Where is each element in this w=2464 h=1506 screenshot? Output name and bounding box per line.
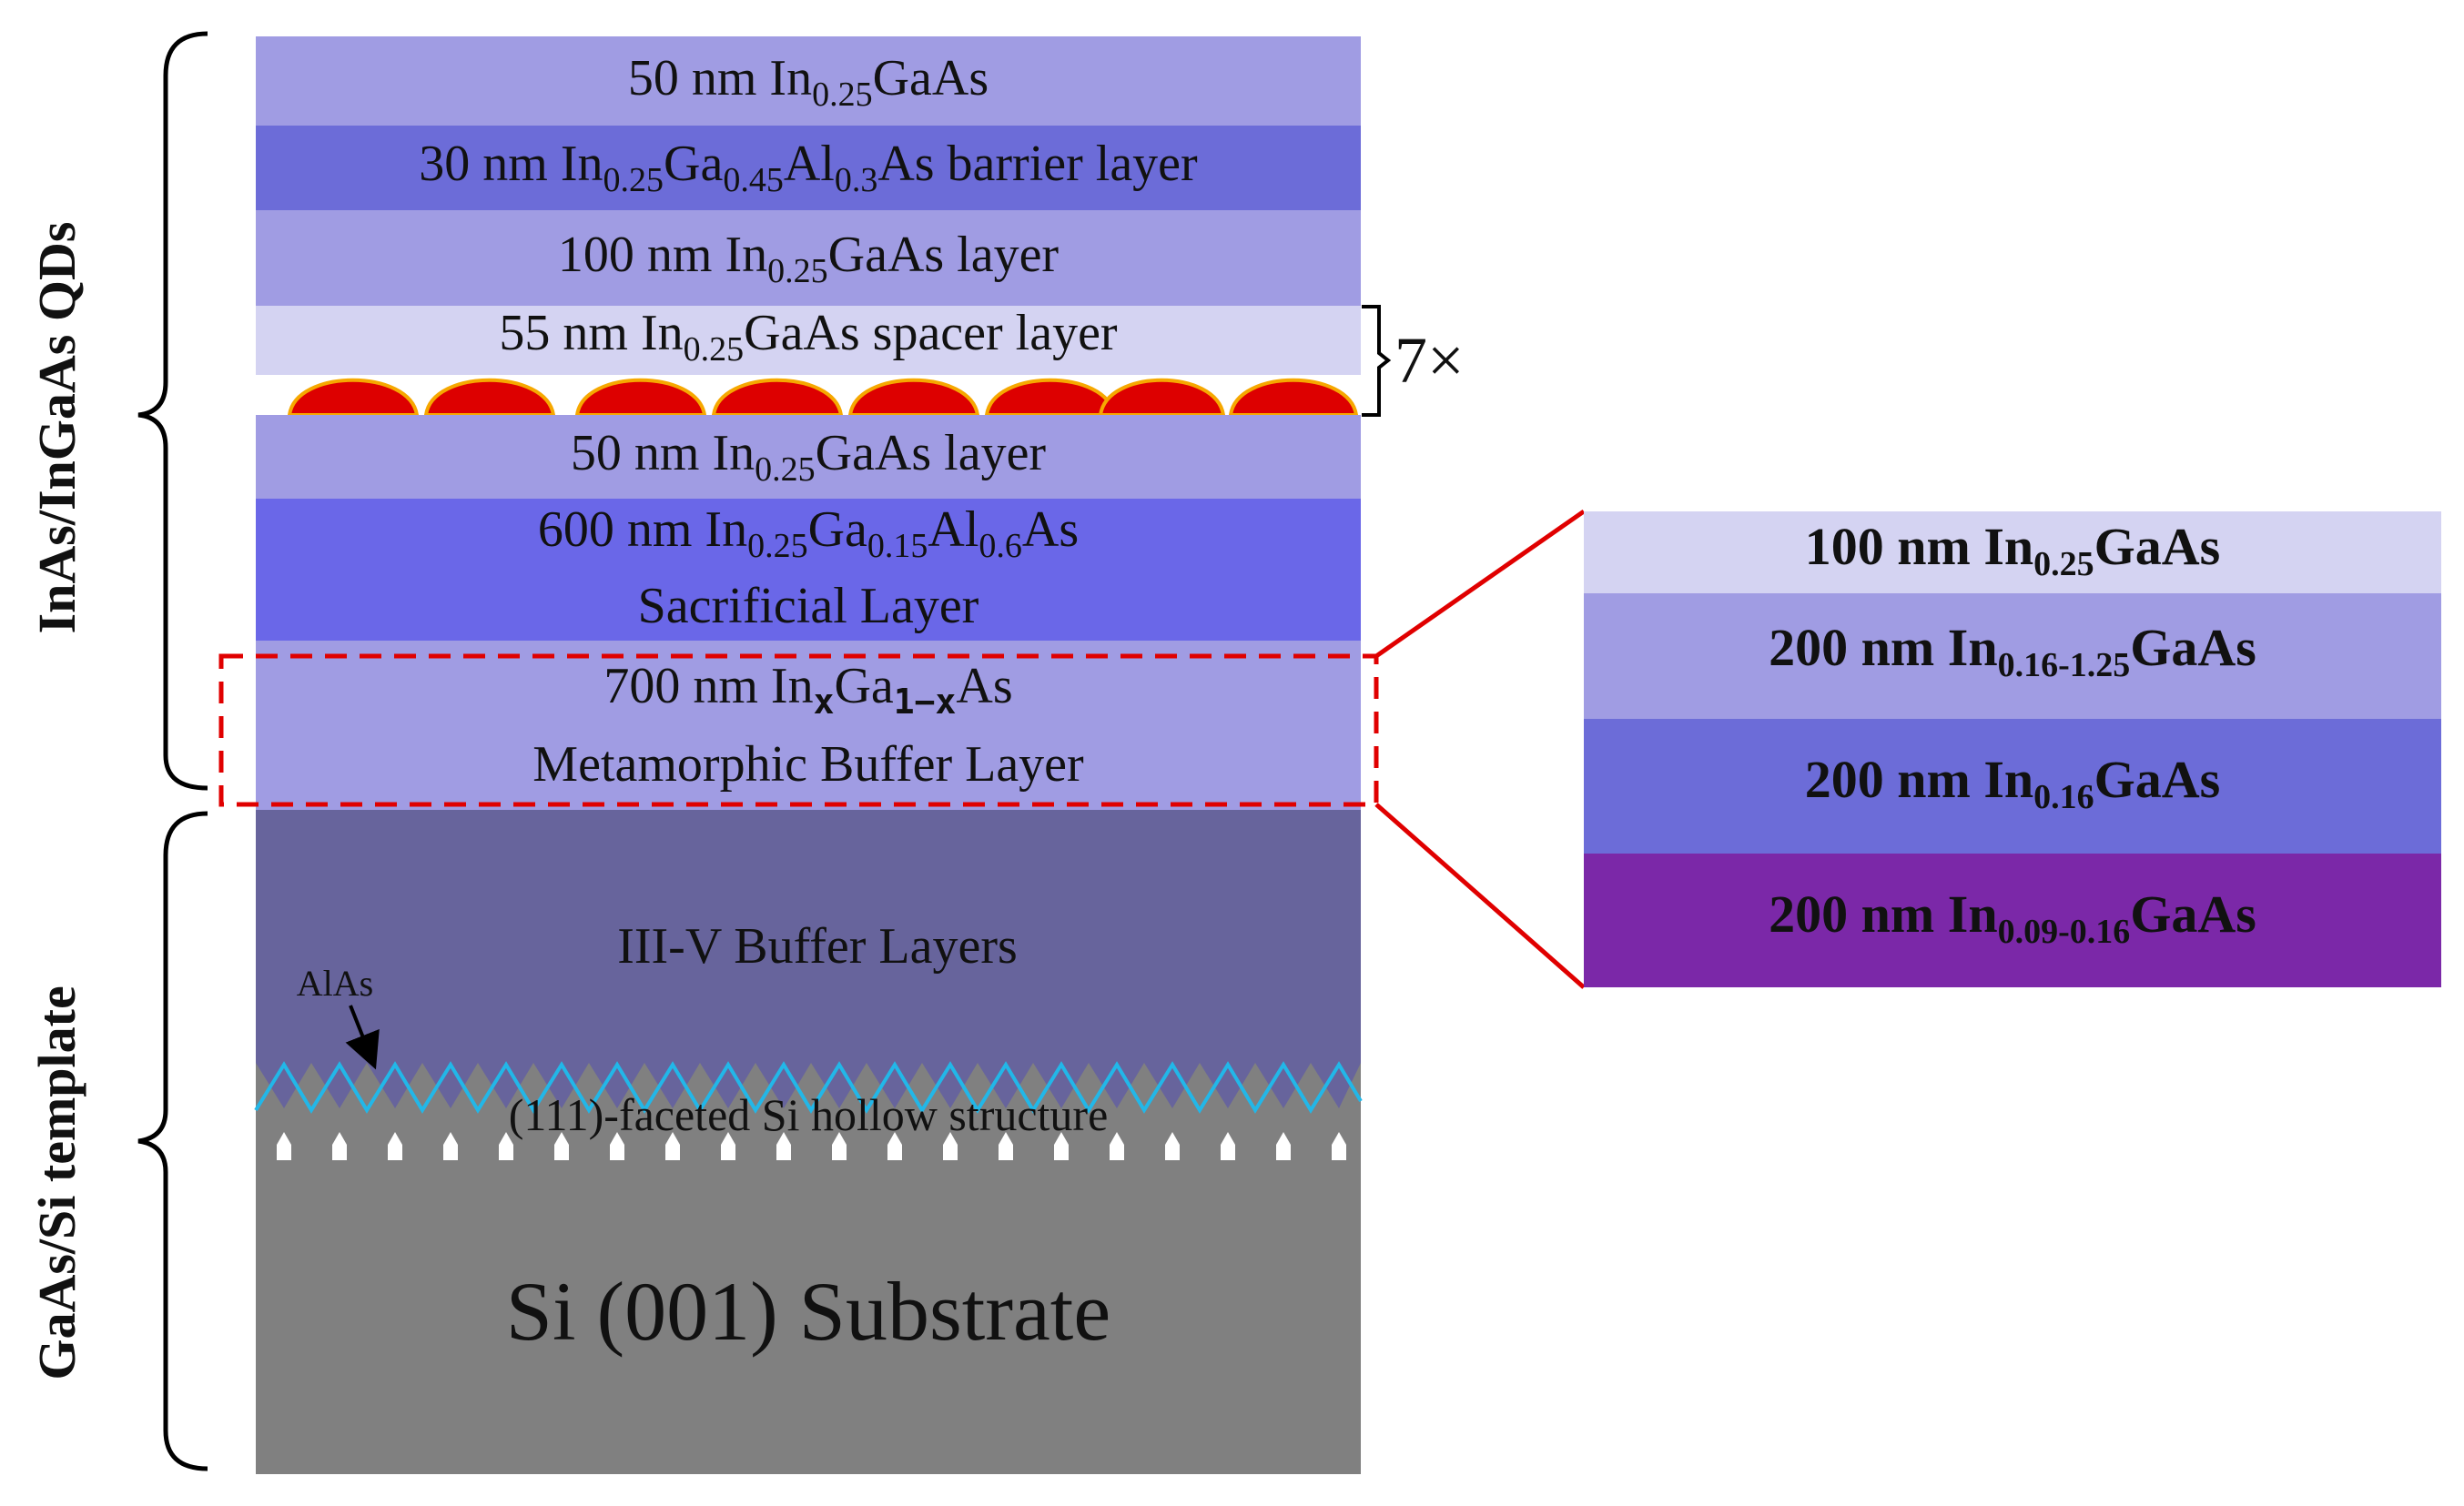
zoom-label-100nm: 100 nm In0.25GaAs — [1805, 517, 2220, 583]
si-hollow-void — [665, 1132, 680, 1160]
si-hollow-void — [499, 1132, 513, 1160]
si-hollow-void — [1221, 1132, 1235, 1160]
layer-50nm-ingaas-cap — [256, 36, 1361, 126]
si-hollow-void — [443, 1132, 458, 1160]
layer-50nm-ingaas — [256, 415, 1361, 499]
si-hollow-void — [1276, 1132, 1291, 1160]
zoom-layer-200nm-016 — [1584, 719, 2441, 854]
repeat-bracket — [1362, 305, 1392, 417]
si-hollow-void — [721, 1132, 735, 1160]
zoom-connector-bottom — [1374, 803, 1586, 989]
quantum-dot — [423, 378, 556, 417]
si-hollow-void — [1165, 1132, 1180, 1160]
layer-label-50nm: 50 nm In0.25GaAs layer — [571, 425, 1047, 489]
brace-label-top: InAs/InGaAs QDs — [27, 222, 86, 634]
layer-label-sacrificial: 600 nm In0.25Ga0.15Al0.6As — [538, 501, 1079, 565]
si-hollow-void — [832, 1132, 847, 1160]
si-hollow-void — [943, 1132, 958, 1160]
si-hollow-void — [1054, 1132, 1069, 1160]
brace-top — [137, 31, 208, 791]
layer-stack — [254, 36, 1363, 1474]
zoom-layer-200nm-graded-top — [1584, 593, 2441, 719]
si-hollow-void — [887, 1132, 902, 1160]
si-hollow-voids — [277, 1132, 1346, 1160]
layer-label-spacer: 55 nm In0.25GaAs spacer layer — [499, 305, 1118, 369]
zoom-highlight-box — [218, 653, 1379, 807]
si-hollow-void — [776, 1132, 791, 1160]
alas-arrow — [345, 1005, 380, 1070]
layer-iii-v-buffer — [256, 810, 1361, 1110]
layer-55nm-spacer — [256, 306, 1361, 375]
brace-bottom — [137, 811, 208, 1471]
quantum-dot — [1228, 378, 1359, 417]
si-hollow-void — [1332, 1132, 1346, 1160]
brace-label-bottom: GaAs/Si template — [27, 985, 86, 1380]
layer-label-metamorphic: 700 nm InxGa1−xAs — [603, 658, 1012, 722]
repeat-label: 7× — [1394, 324, 1465, 397]
zoom-layer-100nm — [1584, 511, 2441, 593]
layer-label-barrier: 30 nm In0.25Ga0.45Al0.3As barrier layer — [419, 136, 1198, 199]
zoom-label-200nm-graded-bottom: 200 nm In0.09-0.16GaAs — [1769, 884, 2256, 951]
layer-100nm-ingaas — [256, 210, 1361, 306]
layer-600nm-sacrificial — [256, 499, 1361, 641]
layer-label-cap: 50 nm In0.25GaAs — [628, 50, 989, 114]
si-hollow-void — [999, 1132, 1013, 1160]
layer-700nm-metamorphic-buffer — [256, 641, 1361, 810]
layer-label-iii-v-buffer: III-V Buffer Layers — [617, 918, 1018, 975]
faceted-si-region — [256, 1063, 1361, 1160]
quantum-dot — [1098, 378, 1226, 417]
si-hollow-void — [332, 1132, 347, 1160]
quantum-dot-row — [287, 378, 1359, 417]
layer-si-substrate — [256, 1160, 1361, 1474]
layer-label-hollow-structure: (111)-faceted Si hollow structure — [509, 1089, 1109, 1140]
layer-label-100nm: 100 nm In0.25GaAs layer — [558, 227, 1060, 290]
zoom-connector-top — [1374, 509, 1586, 659]
layer-label-sacrificial-line2: Sacrificial Layer — [638, 578, 979, 634]
zoom-layer-200nm-graded-bottom — [1584, 854, 2441, 987]
quantum-dot — [847, 378, 980, 417]
si-hollow-void — [388, 1132, 402, 1160]
zoom-label-200nm-016: 200 nm In0.16GaAs — [1805, 750, 2220, 816]
alas-interlayer — [254, 1061, 1363, 1114]
layer-label-si-substrate: Si (001) Substrate — [506, 1265, 1110, 1358]
si-hollow-void — [610, 1132, 624, 1160]
quantum-dot — [711, 378, 844, 417]
alas-label: AlAs — [297, 963, 373, 1004]
layer-30nm-barrier — [256, 126, 1361, 210]
layer-label-metamorphic-line2: Metamorphic Buffer Layer — [532, 736, 1084, 793]
si-hollow-void — [554, 1132, 569, 1160]
quantum-dot — [287, 378, 420, 417]
zoom-label-200nm-graded-top: 200 nm In0.16-1.25GaAs — [1769, 618, 2256, 684]
quantum-dot — [984, 378, 1117, 417]
si-hollow-void — [277, 1132, 291, 1160]
si-hollow-void — [1110, 1132, 1124, 1160]
zoom-panel — [1584, 511, 2441, 987]
quantum-dot — [574, 378, 707, 417]
